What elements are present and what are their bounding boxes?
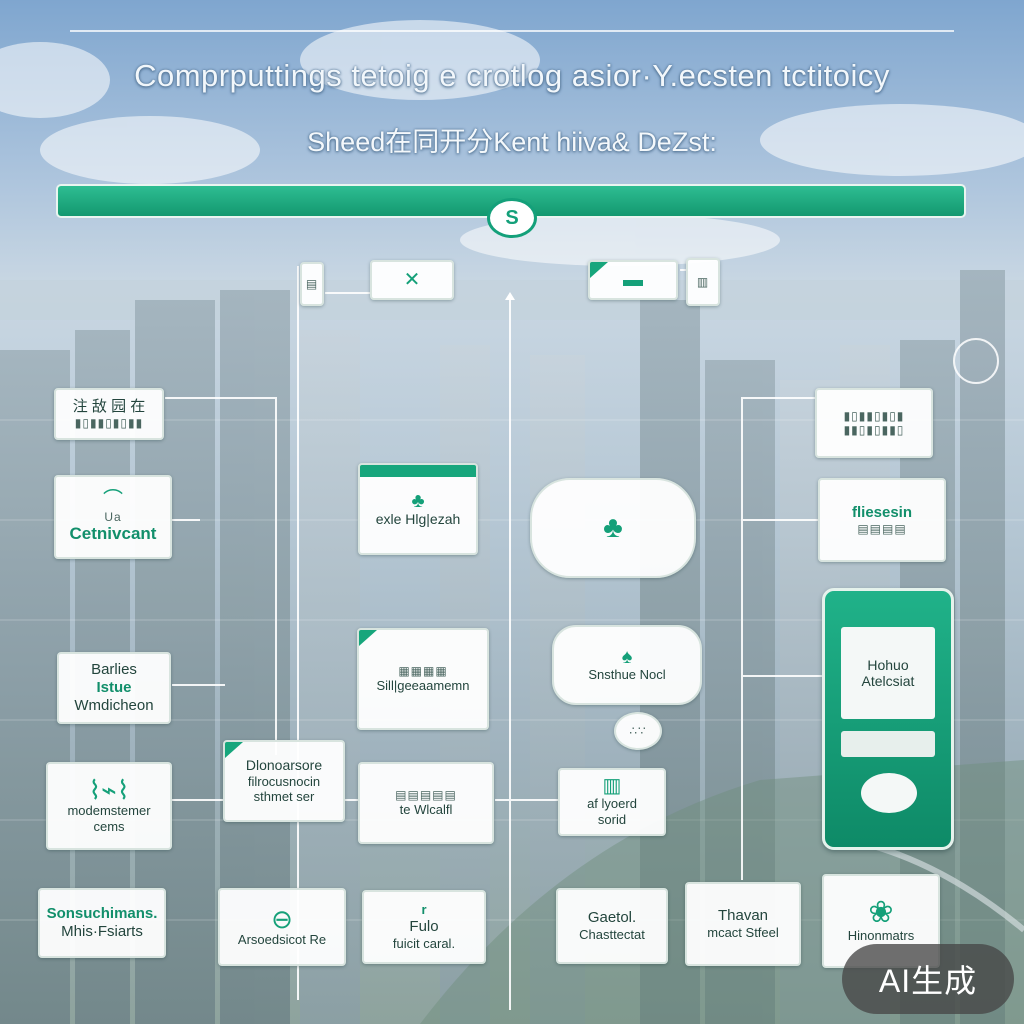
mobile-device-panel[interactable]: Hohuo Atelcsiat	[822, 588, 954, 850]
top-right-tag: ▥	[686, 258, 720, 306]
book-icon: ▥	[602, 775, 622, 798]
chat-bubble-icon	[861, 773, 917, 813]
center-node-3-line2: filrocusnocin	[247, 773, 321, 789]
top-divider	[70, 30, 954, 32]
left-node-5-line1: Sonsuchimans.	[46, 905, 158, 922]
left-node-3[interactable]: Barlies Istue Wmdicheon	[57, 652, 171, 724]
center-node-5-label: Arsoedsicot Re	[237, 932, 327, 948]
center-node-5[interactable]: ⊖ Arsoedsicot Re	[218, 888, 346, 966]
target-icon	[953, 338, 999, 384]
left-node-3-line1: Barlies	[91, 661, 137, 678]
center-right-node-4[interactable]: Gaetol. Chasttectat	[556, 888, 668, 964]
center-node-1-label: exle Hlg|ezah	[375, 510, 461, 527]
center-node-4-label: te Wlcalfl	[399, 802, 453, 818]
top-left-node[interactable]: ✕	[370, 260, 454, 300]
center-node-6-top: r	[421, 902, 427, 918]
left-node-1-label: 注 敌 园 在	[72, 397, 146, 415]
center-node-2-label: Sill|geeaamemn	[376, 678, 470, 694]
right-node-1[interactable]: ▮▯▮▮▯▮▯▮ ▮▮▯▮▯▮▮▯	[815, 388, 933, 458]
left-node-3-line2: Istue	[96, 679, 132, 696]
right-node-3[interactable]: Thavan mcact Stfeel	[685, 882, 801, 966]
tree-icon: ♣	[411, 489, 425, 512]
center-node-3-line1: Dlonoarsore	[245, 757, 323, 773]
center-node-1[interactable]: ♣ exle Hlg|ezah	[358, 463, 478, 555]
right-node-3-line1: Thavan	[717, 907, 769, 925]
left-node-2[interactable]: ⌒ Ua Cetnivcant	[54, 475, 172, 559]
grid-icon: ▦▦▦▦	[398, 664, 448, 678]
tag-icon: ▤	[305, 276, 319, 291]
phone-bar	[841, 731, 935, 757]
center-right-node-2[interactable]: ♠ Snsthue Nocl	[552, 625, 702, 705]
barcode-icon: ▮▮▯▮▯▮▮▯	[843, 423, 905, 437]
center-node-4[interactable]: ▤▤▤▤▤ te Wlcalfl	[358, 762, 494, 844]
barcode-icon: ▮▯▮▮▯▮▯▮	[843, 408, 905, 423]
top-right-node[interactable]: ▬	[588, 260, 678, 300]
right-node-2-line1: fliesesin	[851, 503, 913, 521]
top-left-tag: ▤	[300, 262, 324, 306]
table-icon: ▤▤▤▤▤	[395, 788, 457, 802]
phone-line1: Hohuo	[867, 657, 909, 673]
left-node-5[interactable]: Sonsuchimans. Mhis·Fsiarts	[38, 888, 166, 958]
center-right-node-3[interactable]: ▥ af lyoerd sorid	[558, 768, 666, 836]
right-node-2[interactable]: fliesesin ▤▤▤▤	[818, 478, 946, 562]
center-node-6[interactable]: r Fulo fuicit caral.	[362, 890, 486, 964]
pipeline-icon: ⌇⌁⌇	[88, 775, 130, 806]
center-right-node-3-line2: sorid	[597, 812, 627, 827]
center-right-cluster: ∴∵	[614, 712, 662, 750]
center-right-node-1[interactable]: ♣	[530, 478, 696, 578]
center-node-6-line2: fuicit caral.	[392, 936, 456, 951]
arch-icon: ⌒	[103, 488, 123, 511]
right-node-3-line2: mcact Stfeel	[707, 925, 779, 941]
left-node-2-top: Ua	[104, 509, 122, 524]
left-node-1[interactable]: 注 敌 园 在 ▮▯▮▮▯▮▯▮▮	[54, 388, 164, 440]
left-node-2-label: Cetnivcant	[69, 524, 157, 543]
phone-line2: Atelcsiat	[861, 673, 915, 689]
tree-icon: ♣	[603, 511, 623, 544]
tag-icon: ▥	[696, 274, 710, 289]
barcode-icon: ▮▯▮▮▯▮▯▮▮	[74, 415, 144, 430]
left-node-3-line3: Wmdicheon	[74, 697, 154, 714]
center-node-3-line3: sthmet ser	[253, 789, 315, 805]
right-node-4-label: Hinonmatrs	[847, 928, 915, 944]
center-node-6-line1: Fulo	[409, 918, 439, 935]
list-icon: ▤▤▤▤	[857, 521, 907, 536]
hub-node[interactable]: S	[487, 198, 537, 238]
left-node-5-line2: Mhis·Fsiarts	[61, 923, 143, 940]
left-node-4-label: modemstemer cems	[67, 803, 151, 834]
cluster-icon: ∴∵	[629, 723, 647, 738]
center-right-node-4-line1: Gaetol.	[587, 909, 637, 927]
ai-generated-badge: AI生成	[842, 944, 1014, 1014]
pin-icon: ✕	[403, 269, 421, 291]
center-node-2[interactable]: ▦▦▦▦ Sill|geeaamemn	[357, 628, 489, 730]
center-node-3[interactable]: Dlonoarsore filrocusnocin sthmet ser	[223, 740, 345, 822]
leaf-icon: ⊖	[271, 904, 293, 935]
phone-screen: Hohuo Atelcsiat	[841, 627, 935, 719]
monitor-icon: ▬	[623, 269, 643, 291]
page-subtitle: Sheed在同开分Kent hiiva& DeZst:	[307, 127, 717, 157]
leaf-icon: ❀	[868, 896, 894, 930]
tree-icon: ♠	[621, 646, 633, 669]
center-right-node-4-line2: Chasttectat	[579, 927, 645, 943]
center-right-node-3-line1: af lyoerd	[587, 796, 637, 812]
center-right-node-2-label: Snsthue Nocl	[588, 667, 666, 683]
left-node-4[interactable]: ⌇⌁⌇ modemstemer cems	[46, 762, 172, 850]
page-title: Comprputtings tetoig e crotlog asior·Y.e…	[134, 58, 890, 93]
